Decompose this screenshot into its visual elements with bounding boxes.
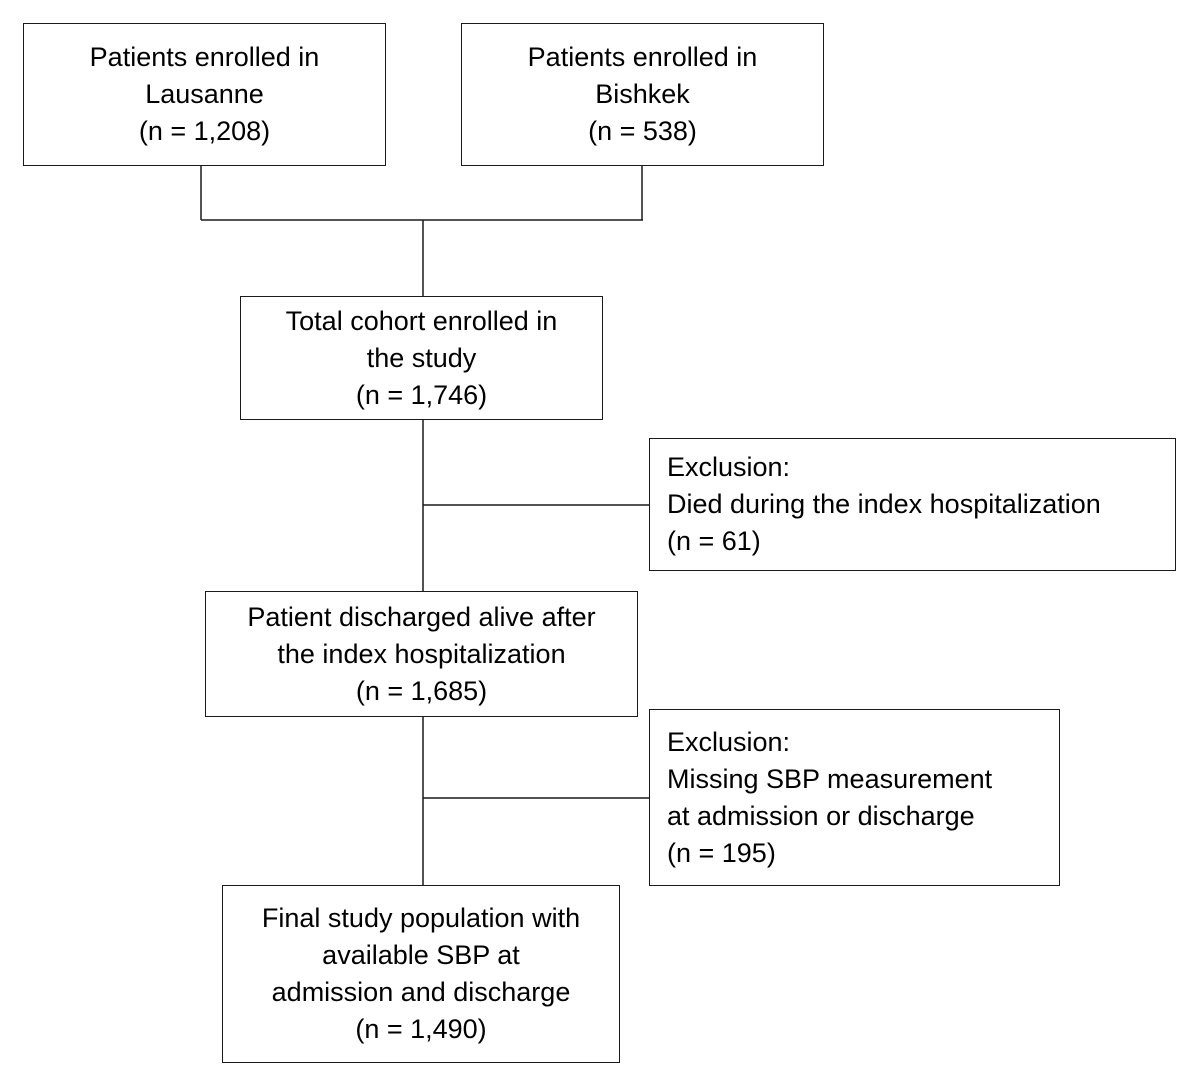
box-patients-lausanne: Patients enrolled in Lausanne (n = 1,208… bbox=[23, 23, 386, 166]
total-line-1: Total cohort enrolled in bbox=[285, 305, 558, 336]
exclusion-missing-reason-2: at admission or discharge bbox=[667, 800, 975, 831]
box-discharged-alive: Patient discharged alive after the index… bbox=[205, 591, 638, 717]
discharged-line-1: Patient discharged alive after bbox=[247, 601, 596, 632]
box-total-cohort: Total cohort enrolled in the study (n = … bbox=[240, 296, 603, 420]
box-patients-bishkek: Patients enrolled in Bishkek (n = 538) bbox=[461, 23, 824, 166]
bishkek-line-1: Patients enrolled in bbox=[527, 42, 758, 72]
bishkek-line-2: Bishkek bbox=[595, 79, 690, 109]
bishkek-count: (n = 538) bbox=[588, 116, 697, 146]
discharged-count: (n = 1,685) bbox=[355, 675, 488, 706]
discharged-line-2: the index hospitalization bbox=[277, 638, 566, 669]
box-exclusion-missing-sbp: Exclusion: Missing SBP measurement at ad… bbox=[649, 709, 1060, 886]
box-final-population: Final study population with available SB… bbox=[222, 885, 620, 1063]
exclusion-died-heading: Exclusion: bbox=[667, 452, 791, 482]
exclusion-missing-count: (n = 195) bbox=[667, 837, 776, 868]
lausanne-line-2: Lausanne bbox=[145, 79, 264, 109]
final-line-1: Final study population with bbox=[261, 903, 581, 933]
final-count: (n = 1,490) bbox=[355, 1014, 487, 1044]
exclusion-missing-reason-1: Missing SBP measurement bbox=[667, 763, 993, 794]
final-line-2: available SBP at bbox=[322, 940, 520, 970]
exclusion-missing-heading: Exclusion: bbox=[667, 726, 791, 757]
box-exclusion-died: Exclusion: Died during the index hospita… bbox=[649, 438, 1176, 571]
lausanne-line-1: Patients enrolled in bbox=[89, 42, 320, 72]
final-line-3: admission and discharge bbox=[271, 977, 571, 1007]
lausanne-count: (n = 1,208) bbox=[138, 116, 271, 146]
exclusion-died-reason: Died during the index hospitalization bbox=[667, 489, 1101, 519]
total-count: (n = 1,746) bbox=[355, 379, 488, 410]
exclusion-died-count: (n = 61) bbox=[667, 526, 761, 556]
total-line-2: the study bbox=[366, 342, 477, 373]
